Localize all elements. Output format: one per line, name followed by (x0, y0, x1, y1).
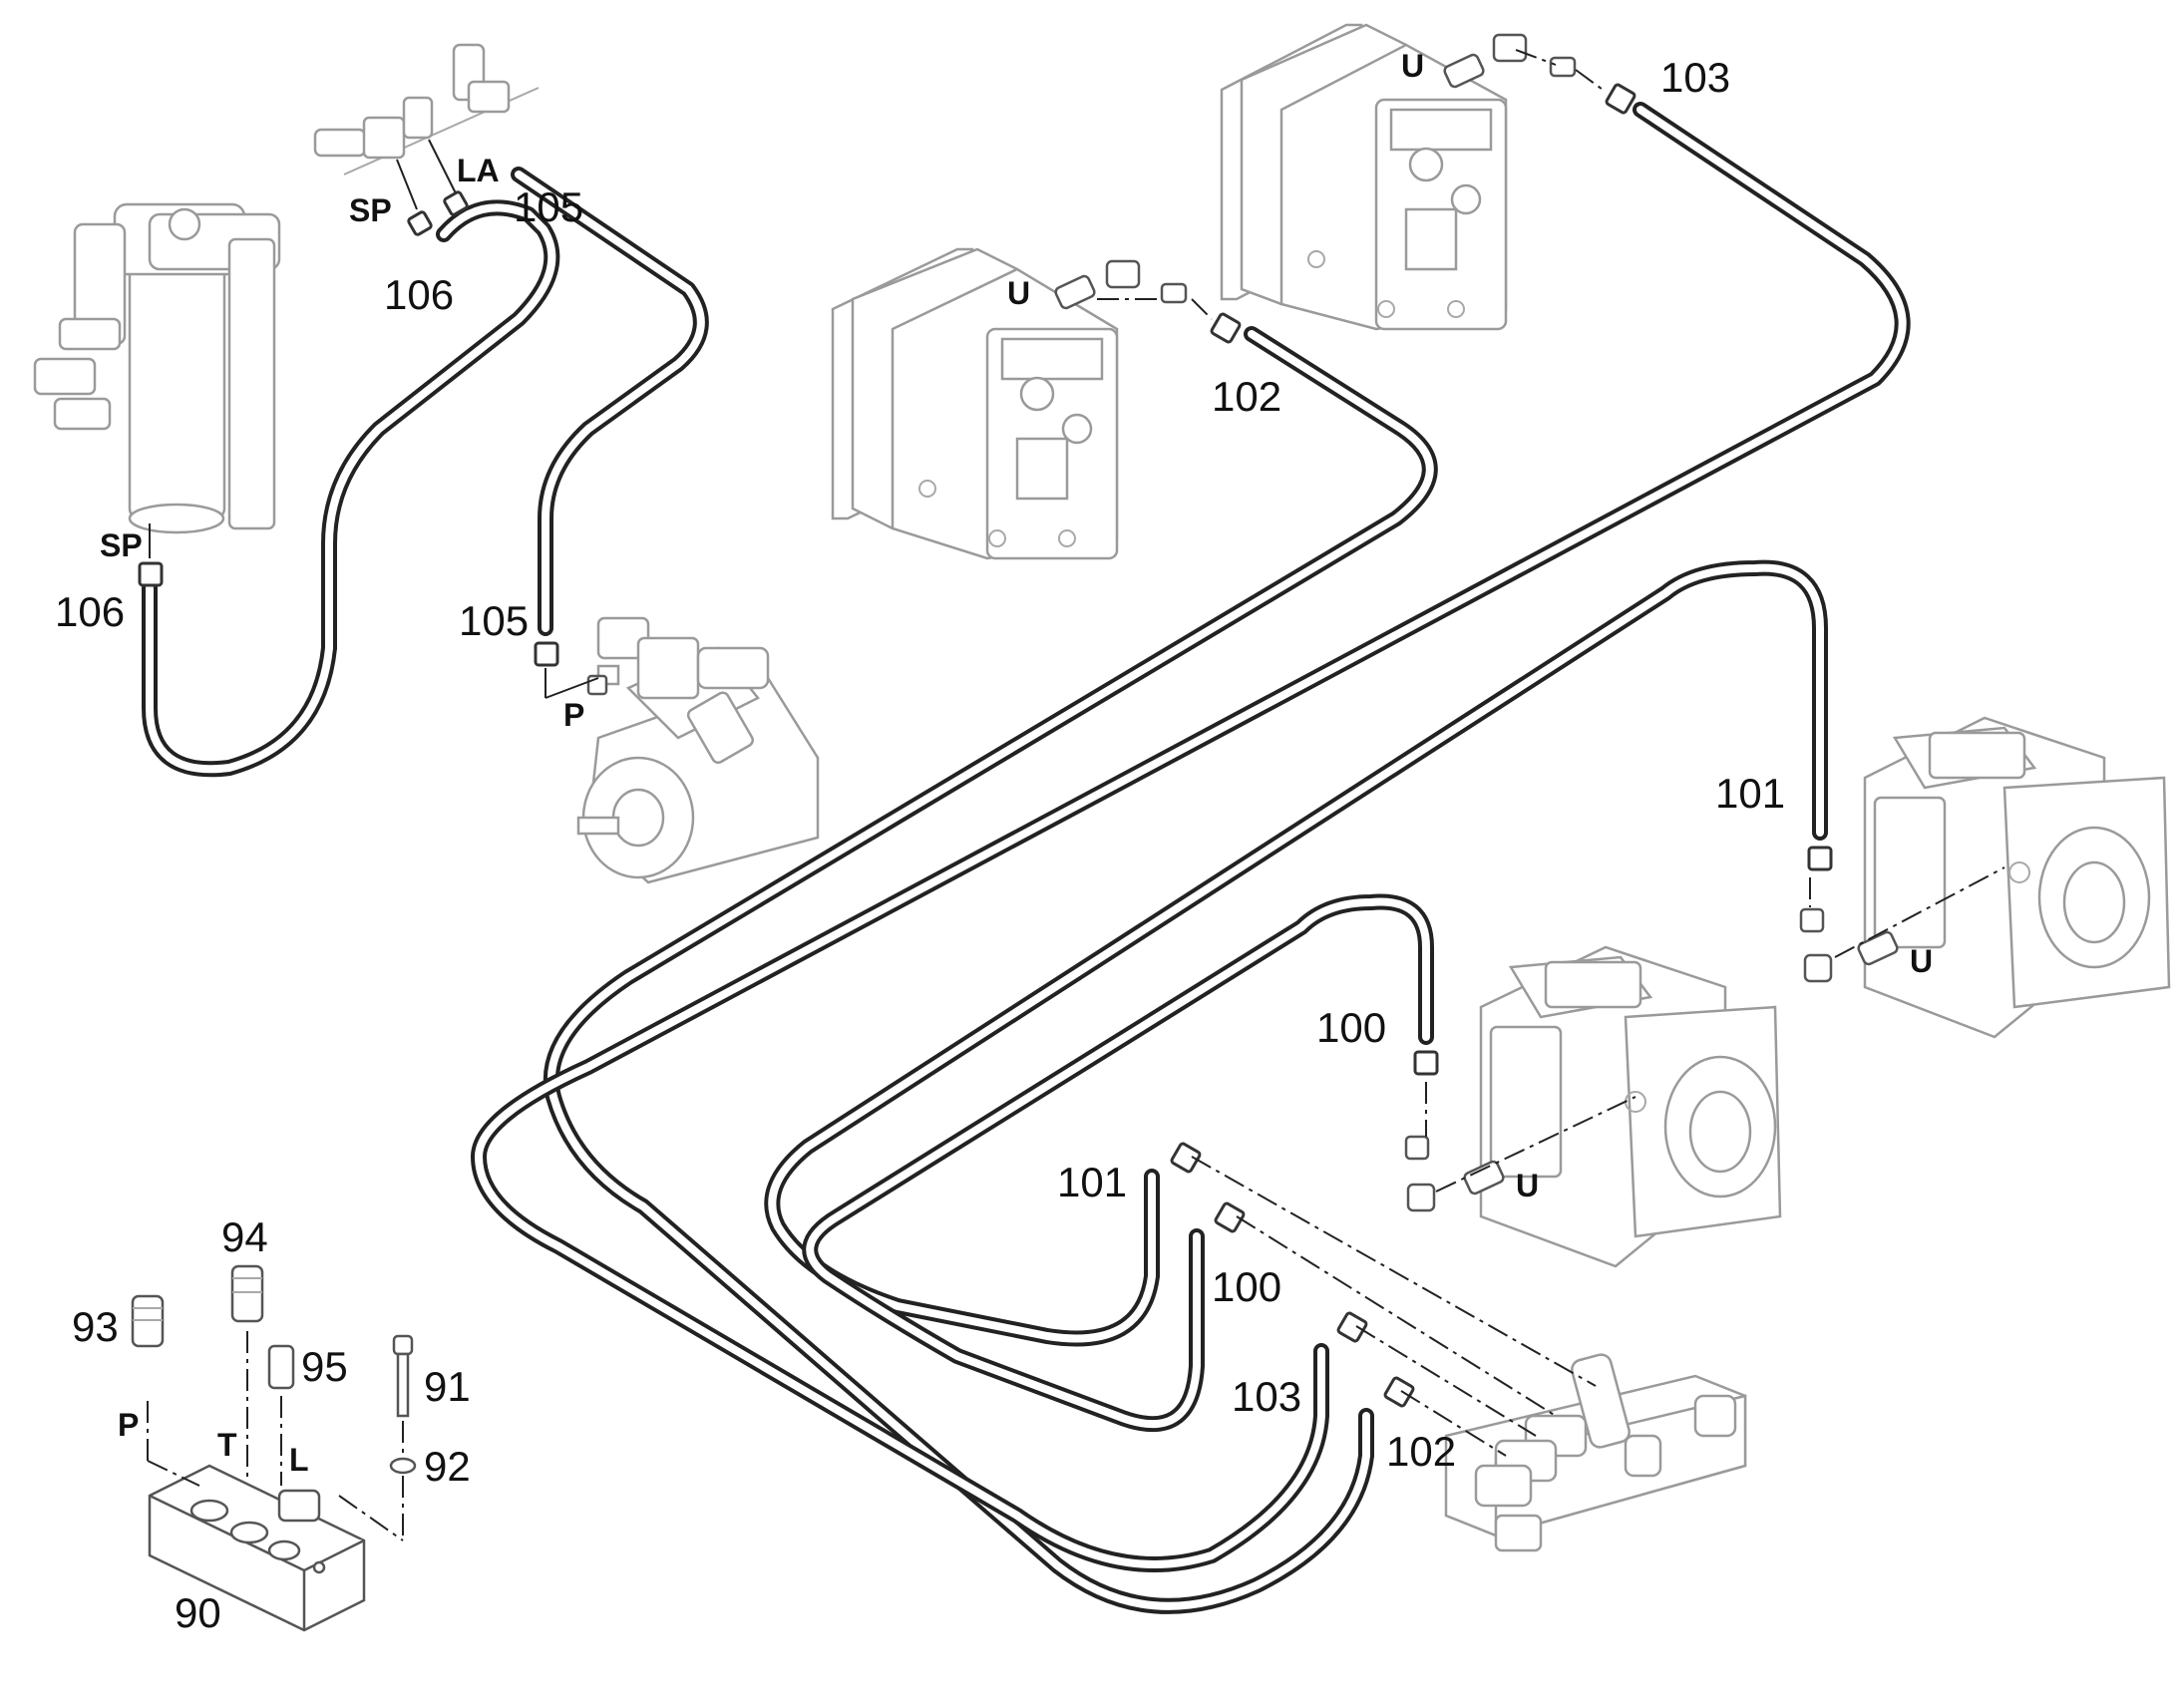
port-u-motor2: U (1401, 48, 1424, 84)
label-101-lower: 101 (1057, 1159, 1127, 1205)
label-103-lower: 103 (1232, 1373, 1301, 1420)
fitting-94 (230, 1264, 264, 1323)
label-100-upper: 100 (1316, 1004, 1386, 1051)
fitting-93 (131, 1294, 165, 1348)
label-106-upper: 106 (384, 271, 454, 318)
pilot-fitting-cluster (313, 43, 540, 210)
hoses (142, 102, 1911, 1614)
port-labels: SP LA SP P U U U U P T L (100, 48, 1933, 1478)
fitting-95 (267, 1344, 295, 1390)
port-sp-top: SP (349, 192, 392, 228)
hydraulic-motor-3 (1863, 716, 2171, 1039)
label-105-lower: 105 (459, 597, 529, 644)
label-93: 93 (72, 1303, 119, 1350)
hydraulic-pump (576, 616, 820, 884)
filter-assembly (33, 202, 281, 534)
part-number-labels: 106 105 106 105 102 103 101 100 101 100 … (55, 54, 1785, 1636)
port-la-top: LA (457, 153, 500, 188)
manifold-block (148, 1464, 366, 1632)
port-p-pump: P (563, 697, 584, 733)
label-92: 92 (424, 1443, 471, 1490)
label-102-lower: 102 (1386, 1428, 1456, 1475)
port-u-motor1: U (1007, 275, 1030, 311)
label-95: 95 (301, 1343, 348, 1390)
label-91: 91 (424, 1363, 471, 1410)
port-u-motor3: U (1910, 943, 1933, 979)
port-t-block: T (217, 1427, 237, 1463)
port-sp-filter: SP (100, 527, 143, 563)
port-p-block: P (118, 1407, 139, 1443)
label-101-upper: 101 (1715, 770, 1785, 817)
bolt-91 (392, 1334, 414, 1418)
label-103-upper: 103 (1660, 54, 1730, 101)
port-l-block: L (289, 1442, 309, 1478)
label-100-lower: 100 (1212, 1263, 1281, 1310)
hydraulic-motor-2 (1220, 23, 1508, 331)
port-u-motor4: U (1516, 1168, 1539, 1203)
label-105-upper: 105 (514, 183, 583, 230)
leader-lines (147, 49, 2005, 1541)
control-valve-block (1444, 1353, 1747, 1552)
label-106-lower: 106 (55, 588, 125, 635)
label-94: 94 (221, 1213, 268, 1260)
washer-92 (389, 1457, 417, 1475)
hose-end-fittings (138, 83, 1833, 1408)
label-90: 90 (175, 1589, 221, 1636)
u-port-adapters (586, 33, 1899, 1212)
hydraulic-motor-1 (831, 247, 1119, 560)
label-102-upper: 102 (1212, 373, 1281, 420)
hydraulic-motor-4 (1479, 945, 1782, 1268)
